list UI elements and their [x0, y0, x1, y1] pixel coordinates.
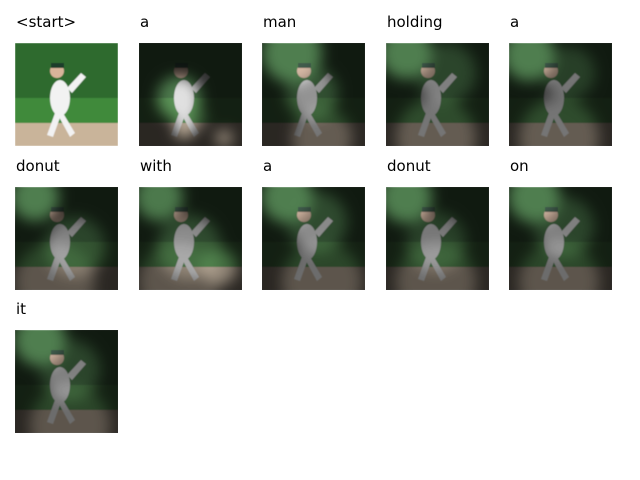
- attention-map: [139, 43, 242, 146]
- token-word: donut: [387, 157, 431, 175]
- token-word: donut: [16, 157, 60, 175]
- attention-map: [262, 43, 365, 146]
- player-arm: [67, 73, 86, 93]
- attention-overlay: [139, 187, 242, 290]
- scene-svg: [15, 330, 118, 433]
- attention-map: [262, 187, 365, 290]
- attention-overlay: [262, 43, 365, 146]
- attention-map: [509, 43, 612, 146]
- attention-overlay: [15, 187, 118, 290]
- token-word: with: [140, 157, 172, 175]
- token-cell: <start>: [15, 13, 119, 146]
- attention-map: [509, 187, 612, 290]
- scene-svg: [386, 187, 489, 290]
- attention-map: [386, 43, 489, 146]
- scene: [15, 43, 118, 146]
- token-cell: man: [262, 13, 366, 146]
- scene-svg: [262, 43, 365, 146]
- token-word: a: [140, 13, 150, 31]
- token-cell: a: [262, 157, 366, 290]
- token-cell: donut: [15, 157, 119, 290]
- player-body: [50, 80, 70, 116]
- token-cell: donut: [386, 157, 490, 290]
- attention-overlay: [262, 187, 365, 290]
- scene-svg: [509, 187, 612, 290]
- token-word: a: [263, 157, 273, 175]
- token-word: <start>: [16, 13, 77, 31]
- player-leg: [59, 113, 75, 137]
- scene-svg: [262, 187, 365, 290]
- infield-dirt: [15, 123, 118, 146]
- attention-map: [15, 187, 118, 290]
- token-cell: a: [509, 13, 613, 146]
- player-leg: [47, 113, 61, 137]
- token-word: it: [16, 300, 27, 318]
- scene-svg: [139, 187, 242, 290]
- attention-overlay: [509, 187, 612, 290]
- scene-svg: [139, 43, 242, 146]
- scene-svg: [386, 43, 489, 146]
- original-image: [15, 43, 118, 146]
- token-word: on: [510, 157, 529, 175]
- scene-svg: [509, 43, 612, 146]
- token-cell: it: [15, 300, 119, 433]
- scene-svg: [15, 43, 118, 146]
- player-cap: [51, 63, 64, 68]
- token-word: a: [510, 13, 520, 31]
- attention-map: [139, 187, 242, 290]
- scene-svg: [15, 187, 118, 290]
- token-cell: a: [139, 13, 243, 146]
- attention-overlay: [509, 43, 612, 146]
- token-word: holding: [387, 13, 443, 31]
- token-cell: holding: [386, 13, 490, 146]
- attention-map: [15, 330, 118, 433]
- attention-overlay: [15, 330, 118, 433]
- token-cell: with: [139, 157, 243, 290]
- attention-overlay: [139, 43, 242, 146]
- attention-overlay: [386, 187, 489, 290]
- token-cell: on: [509, 157, 613, 290]
- attention-map: [386, 187, 489, 290]
- attention-overlay: [386, 43, 489, 146]
- token-word: man: [263, 13, 297, 31]
